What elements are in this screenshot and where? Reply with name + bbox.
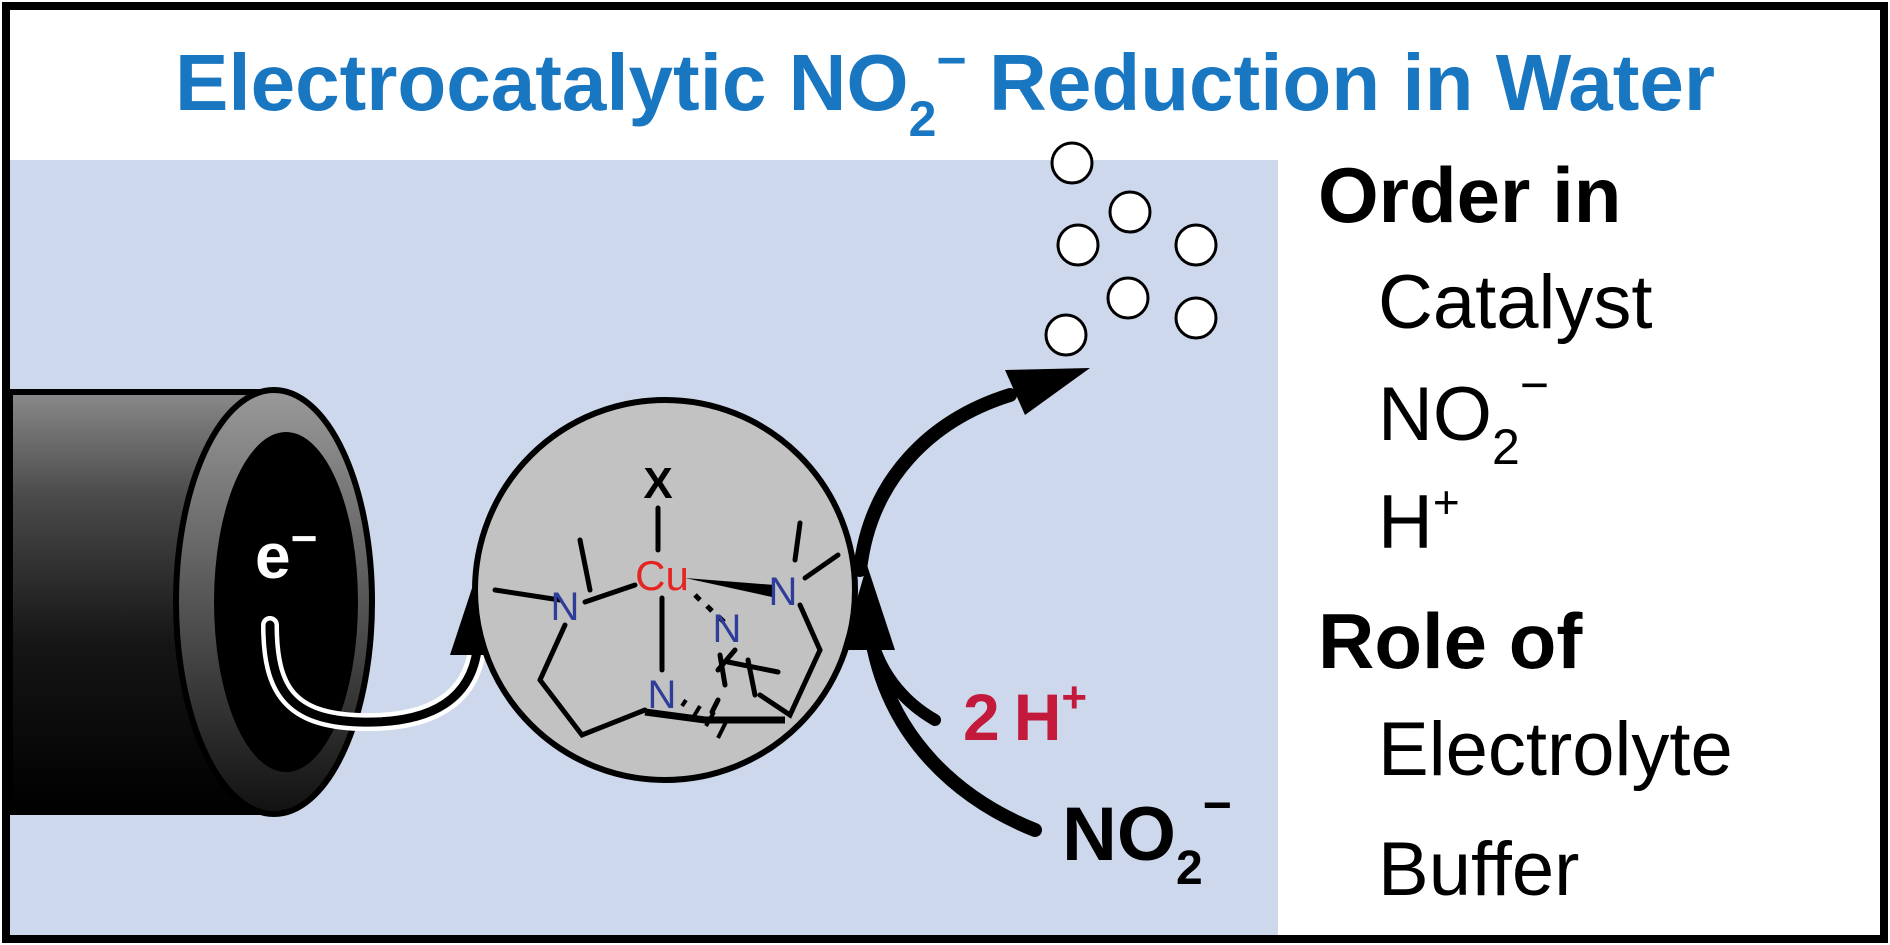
wedge-bond bbox=[685, 578, 775, 597]
bubble bbox=[1174, 223, 1218, 267]
role-item-electrolyte: Electrolyte bbox=[1378, 707, 1733, 792]
bubble bbox=[1106, 276, 1150, 320]
bubble bbox=[1056, 223, 1100, 267]
catalyst: X Cu N N N N bbox=[472, 397, 858, 783]
reagent-arrows bbox=[842, 565, 1042, 837]
role-item-buffer: Buffer bbox=[1378, 827, 1579, 912]
title: Electrocatalytic NO2− Reduction in Water bbox=[175, 32, 1715, 147]
nitrogen-atom-left: N bbox=[551, 585, 580, 629]
dashed-bond bbox=[693, 593, 726, 624]
bubble bbox=[1108, 190, 1152, 234]
role-heading: Role of bbox=[1318, 597, 1583, 685]
title-subscript: 2 bbox=[909, 91, 937, 147]
order-item-proton: H+ bbox=[1378, 476, 1460, 565]
axial-ligand-label: X bbox=[643, 459, 672, 508]
bubble bbox=[1174, 296, 1218, 340]
ligand-bonds bbox=[492, 505, 841, 739]
title-prefix: Electrocatalytic NO bbox=[175, 38, 909, 127]
electrode: e− bbox=[7, 387, 375, 817]
nitrogen-atom-back: N bbox=[713, 607, 742, 651]
copper-atom-label: Cu bbox=[635, 552, 689, 599]
order-heading: Order in bbox=[1318, 151, 1621, 239]
title-superscript: − bbox=[936, 32, 966, 90]
electrode-face bbox=[214, 432, 358, 772]
title-suffix: Reduction in Water bbox=[967, 38, 1715, 127]
sidebar: Order in Catalyst NO2− H+ Role of Electr… bbox=[1318, 151, 1733, 912]
nitrite-label: NO2− bbox=[1062, 777, 1232, 895]
product-arrow bbox=[853, 368, 1090, 577]
gas-bubbles bbox=[1044, 141, 1218, 357]
order-item-nitrite: NO2− bbox=[1378, 357, 1549, 475]
nitrogen-atom-right: N bbox=[769, 570, 798, 614]
bubble bbox=[1050, 141, 1094, 185]
order-item-catalyst: Catalyst bbox=[1378, 260, 1653, 345]
bubble bbox=[1044, 313, 1088, 357]
electron-label: e− bbox=[255, 512, 317, 592]
catalyst-sphere bbox=[472, 397, 858, 783]
nitrogen-atom-bottom: N bbox=[648, 673, 677, 717]
